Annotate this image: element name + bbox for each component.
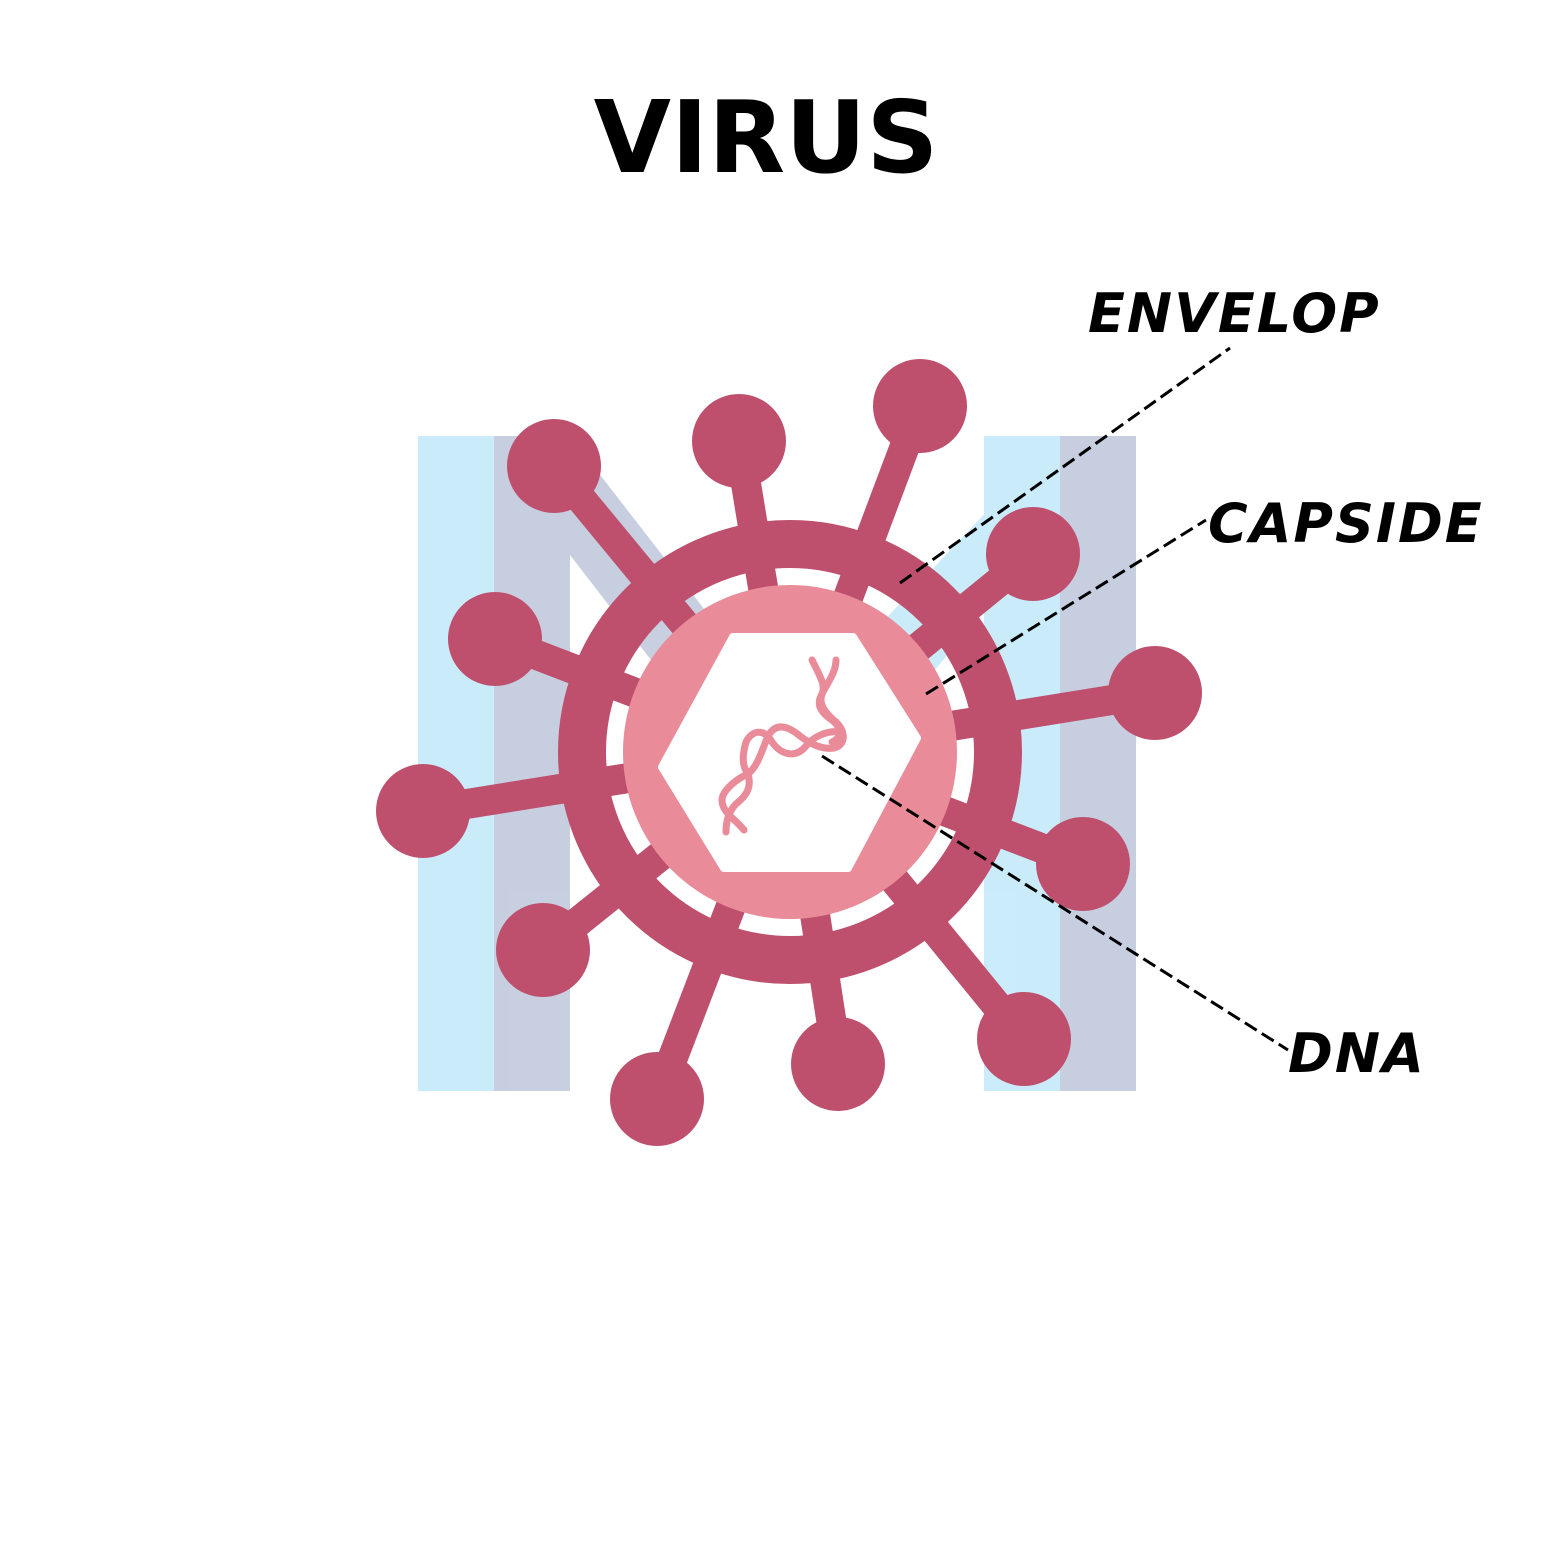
spike-knob-4 [448, 592, 542, 686]
dna-label: DNA [1288, 1022, 1426, 1085]
spike-knob-6 [496, 903, 590, 997]
envelope-leader-line [899, 346, 1231, 585]
virus-icon [376, 359, 1202, 1146]
spike-knob-12 [986, 507, 1080, 601]
envelope-label: ENVELOP [1088, 282, 1381, 345]
dna-strand-icon [718, 656, 847, 836]
spike-knob-5 [376, 764, 470, 858]
spike-knob-2 [692, 394, 786, 488]
spike-knob-10 [1036, 817, 1130, 911]
spike-knob-11 [1108, 646, 1202, 740]
envelope-ring [558, 520, 1022, 984]
spike-knob-3 [507, 419, 601, 513]
watermark-stroke-1 [418, 436, 494, 1091]
capsid-label: CAPSIDE [1208, 492, 1484, 555]
diagram-title: VIRUS [594, 79, 939, 196]
dna-leader-line [821, 754, 1289, 1052]
spike-knob-7 [610, 1052, 704, 1146]
spike-knob-1 [873, 359, 967, 453]
capsid-leader-line [925, 518, 1207, 696]
spike-knob-9 [977, 992, 1071, 1086]
spike-knob-8 [791, 1017, 885, 1111]
leader-lines [821, 346, 1289, 1052]
